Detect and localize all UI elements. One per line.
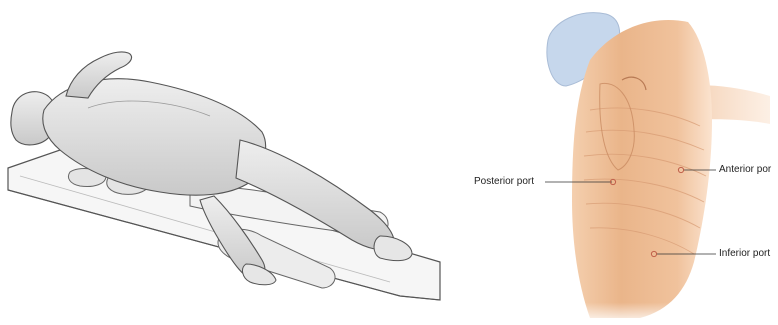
inferior-port-label: Inferior port xyxy=(719,248,770,260)
patient-foot-upper xyxy=(374,236,412,261)
lateral-position-figure xyxy=(8,52,440,300)
anterior-port-label: Anterior por xyxy=(719,164,771,176)
posterior-port-label: Posterior port xyxy=(474,176,534,188)
